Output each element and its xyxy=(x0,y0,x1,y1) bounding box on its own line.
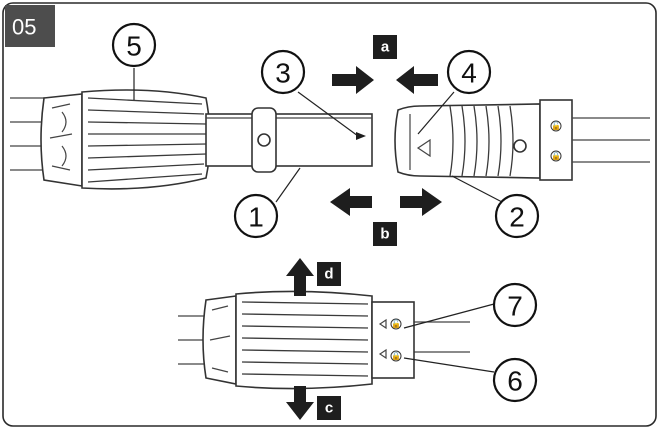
svg-text:🔓: 🔓 xyxy=(551,121,561,131)
svg-text:b: b xyxy=(380,226,389,243)
callout-5: 5 xyxy=(111,22,157,68)
lower-handle-rods xyxy=(178,315,470,365)
svg-text:6: 6 xyxy=(507,366,523,397)
direction-arrows-b xyxy=(330,188,442,216)
direction-label-d: d xyxy=(317,262,341,286)
direction-arrows-a xyxy=(332,66,438,94)
direction-label-b: b xyxy=(373,222,397,246)
callout-6: 6 xyxy=(492,357,538,403)
knurled-knob xyxy=(40,89,211,190)
svg-text:🔒: 🔒 xyxy=(391,352,401,361)
direction-label-a: a xyxy=(373,35,397,59)
lower-lock-symbols: 🔓 🔒 xyxy=(378,318,402,362)
svg-text:3: 3 xyxy=(275,58,291,89)
leader-lines xyxy=(133,68,503,373)
nut-screw xyxy=(513,139,527,153)
svg-text:🔒: 🔒 xyxy=(551,152,561,161)
svg-text:a: a xyxy=(381,39,390,56)
right-handle-rods xyxy=(572,117,650,163)
left-handle-rods xyxy=(10,97,45,171)
svg-text:1: 1 xyxy=(248,202,264,233)
svg-text:c: c xyxy=(325,400,333,417)
svg-text:d: d xyxy=(324,266,333,283)
direction-label-c: c xyxy=(317,396,341,420)
coupling-nut: 🔓 🔒 xyxy=(394,99,573,181)
callout-2: 2 xyxy=(494,193,540,239)
clamp-screw xyxy=(257,133,271,147)
svg-text:5: 5 xyxy=(126,31,142,62)
direction-arrow-d xyxy=(286,258,314,296)
figure-number: 05 xyxy=(12,15,36,40)
tube xyxy=(205,107,373,173)
callout-1: 1 xyxy=(233,193,279,239)
callout-3: 3 xyxy=(260,49,306,95)
lower-knurled-knob: 🔓 🔒 xyxy=(202,290,415,390)
coupling-lock-symbols: 🔓 🔒 xyxy=(550,120,562,162)
svg-text:🔓: 🔓 xyxy=(391,319,401,329)
svg-text:7: 7 xyxy=(507,291,523,322)
svg-text:4: 4 xyxy=(461,58,477,89)
svg-text:2: 2 xyxy=(509,202,525,233)
figure-number-badge: 05 xyxy=(5,5,55,47)
triangle-icon xyxy=(356,132,366,140)
callout-7: 7 xyxy=(492,282,538,328)
callout-4: 4 xyxy=(446,49,492,95)
alignment-triangle-icon xyxy=(416,138,431,158)
direction-arrow-c xyxy=(286,386,314,420)
